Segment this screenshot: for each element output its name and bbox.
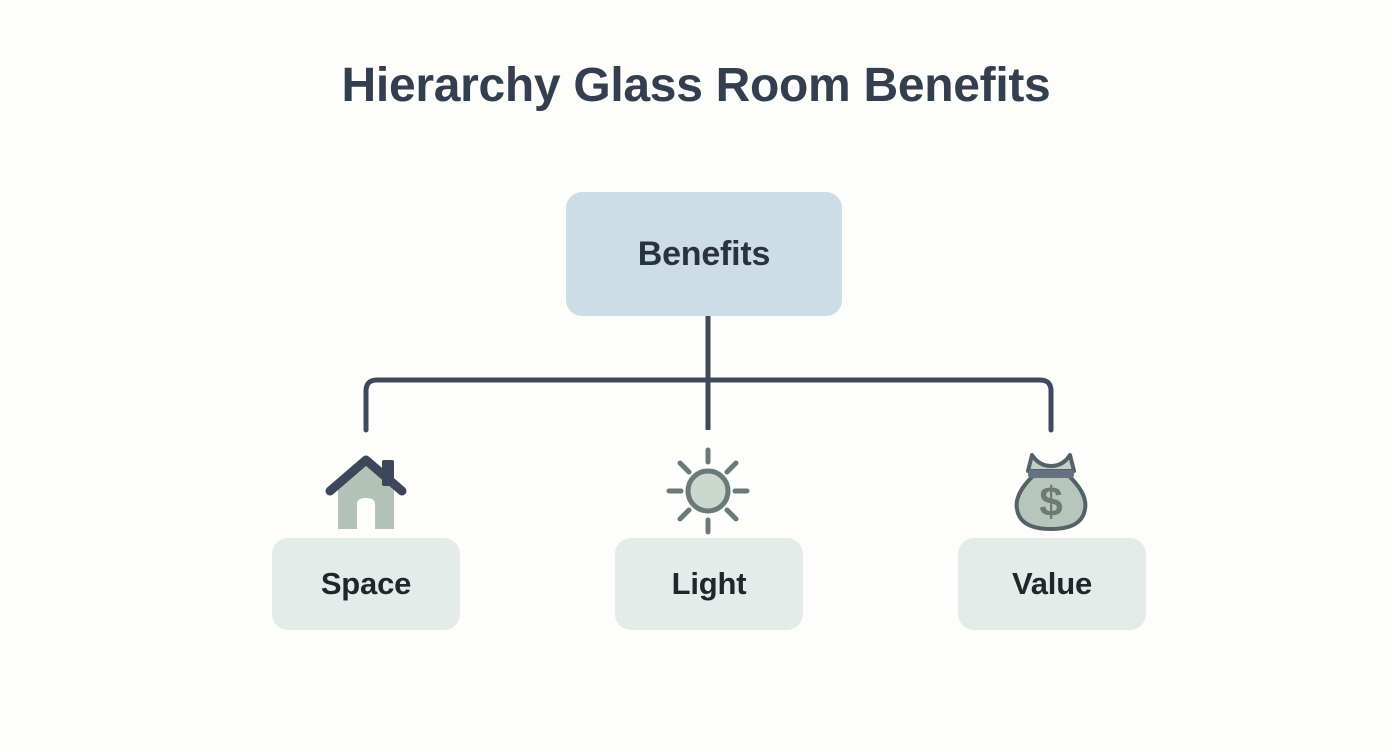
node-light[interactable]: Light bbox=[615, 538, 803, 630]
money-bag-body bbox=[1014, 473, 1088, 531]
house-door bbox=[357, 498, 375, 529]
node-space[interactable]: Space bbox=[272, 538, 460, 630]
house-body bbox=[338, 462, 394, 529]
node-value-label: Value bbox=[1012, 566, 1092, 601]
connector-branch-bar bbox=[363, 377, 1054, 433]
page-title: Hierarchy Glass Room Benefits bbox=[341, 59, 1051, 112]
node-value[interactable]: Value bbox=[958, 538, 1146, 630]
sun-rays bbox=[666, 447, 750, 535]
node-space-label: Space bbox=[320, 566, 412, 601]
sun-core bbox=[685, 468, 731, 514]
money-bag-icon: $ bbox=[1003, 444, 1099, 536]
node-benefits-label: Benefits bbox=[637, 234, 771, 273]
money-bag-band bbox=[1028, 470, 1074, 478]
house-icon bbox=[318, 444, 414, 536]
money-bag-top bbox=[1026, 453, 1076, 473]
house-roof bbox=[325, 455, 407, 496]
node-light-label: Light bbox=[671, 566, 747, 601]
money-bag-dollar-glyph: $ bbox=[1039, 478, 1062, 525]
node-benefits[interactable]: Benefits bbox=[566, 192, 842, 316]
sun-icon bbox=[660, 444, 756, 536]
